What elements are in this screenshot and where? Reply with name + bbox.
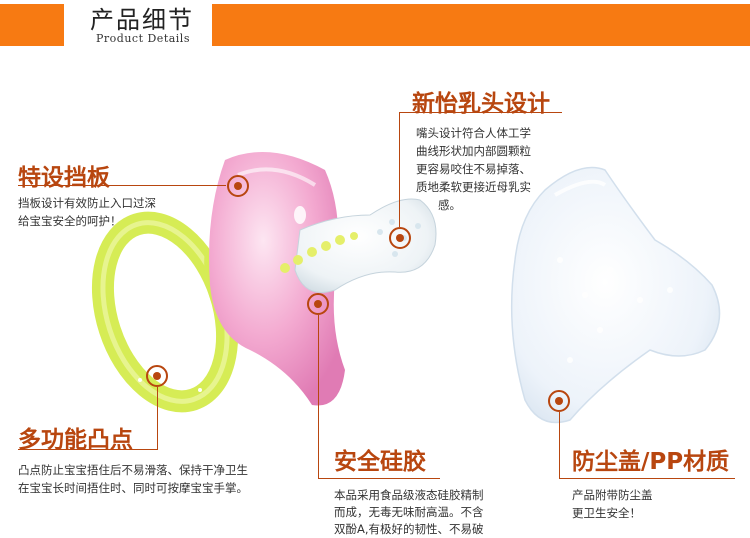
callout-cover-desc-1: 产品附带防尘盖 (572, 488, 653, 502)
callout-silicone-desc-2: 而成，无毒无味耐高温。不含 (334, 505, 484, 519)
callout-silicone-desc-1: 本品采用食品级液态硅胶精制 (334, 488, 484, 502)
callout-shield-marker (227, 175, 249, 197)
callout-shield-desc-2: 给宝宝安全的呵护！ (18, 214, 122, 228)
callout-dots-line-v (157, 387, 158, 449)
callout-nipple-line-v (399, 112, 400, 227)
callout-silicone-line-v (318, 315, 319, 478)
callout-silicone-line-h (318, 478, 440, 479)
callout-cover-desc-2: 更卫生安全！ (572, 506, 641, 520)
callout-nipple-desc-5: 感。 (438, 198, 461, 212)
callout-silicone-desc-3: 双酚A,有极好的韧性、不易破 (334, 522, 484, 536)
pink-shield (209, 152, 345, 406)
callout-dots-line-h (18, 449, 158, 450)
callout-nipple-desc-3: 更容易咬住不易掉落、 (416, 162, 531, 176)
page-title: 产品细节 (90, 6, 194, 34)
callout-silicone-title: 安全硅胶 (334, 449, 426, 475)
callout-dots-desc-2: 在宝宝长时间捂住时、同时可按摩宝宝手掌。 (18, 481, 248, 495)
callout-nipple-desc-1: 嘴头设计符合人体工学 (416, 126, 531, 140)
callout-dots-title: 多功能凸点 (18, 427, 133, 453)
callout-nipple-line-h (399, 112, 562, 113)
callout-cover-line-v (559, 412, 560, 478)
callout-shield-desc-1: 挡板设计有效防止入口过深 (18, 196, 156, 210)
callout-dots-marker (146, 365, 168, 387)
dust-cover (510, 166, 721, 424)
callout-nipple-marker (389, 227, 411, 249)
callout-dots-desc-1: 凸点防止宝宝捂住后不易滑落、保持干净卫生 (18, 463, 248, 477)
callout-shield-title: 特设挡板 (18, 165, 110, 191)
header-banner-right (212, 4, 750, 46)
page-subtitle: Product Details (96, 32, 190, 45)
callout-nipple-desc-2: 曲线形状加内部圆颗粒 (416, 144, 531, 158)
callout-cover-marker (548, 390, 570, 412)
callout-cover-title: 防尘盖/PP材质 (572, 449, 730, 475)
callout-silicone-marker (307, 293, 329, 315)
callout-cover-line-h (559, 478, 735, 479)
callout-shield-line (18, 185, 226, 186)
header-banner-left (0, 4, 64, 46)
clear-nipple (280, 198, 437, 293)
callout-nipple-desc-4: 质地柔软更接近母乳实 (416, 180, 531, 194)
